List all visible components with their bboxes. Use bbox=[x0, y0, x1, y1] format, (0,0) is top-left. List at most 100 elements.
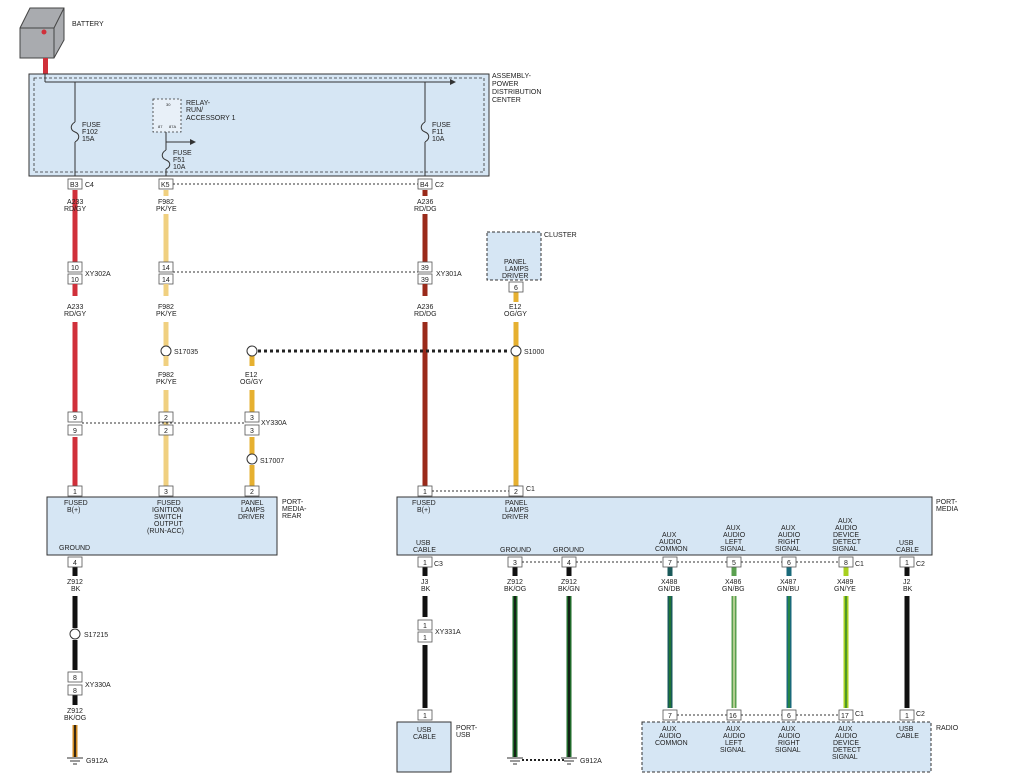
pin-7-radio: 7 bbox=[668, 713, 672, 720]
pin-1-usb1: 1 bbox=[423, 560, 427, 567]
cluster-box-l1: PANEL bbox=[504, 259, 527, 266]
pmr-ign-1: FUSED bbox=[157, 500, 181, 507]
pin-7-auxc: 7 bbox=[668, 560, 672, 567]
radio-usb-1: USB bbox=[899, 726, 914, 733]
pdc-pins: B3 C4 K5 B4 C2 bbox=[67, 178, 444, 190]
pmr-panel-2: LAMPS bbox=[241, 507, 265, 514]
pm-label-1: PORT- bbox=[936, 499, 958, 506]
wire-f982-color-3: PK/YE bbox=[156, 379, 177, 386]
pin-2a: 2 bbox=[164, 415, 168, 422]
wire-z912-gn-code: Z912 bbox=[561, 579, 577, 586]
port-usb-box-2: CABLE bbox=[413, 734, 436, 741]
pm-auxc-2: AUDIO bbox=[659, 539, 682, 546]
conn-xy301a: XY301A bbox=[436, 271, 462, 278]
splice-s1000 bbox=[510, 345, 522, 357]
pm-ground-2: GROUND bbox=[553, 547, 584, 554]
relay-label-1: RELAY- bbox=[186, 100, 211, 107]
pin-39a: 39 bbox=[421, 265, 429, 272]
pin-1-xy331a-a: 1 bbox=[423, 623, 427, 630]
pm-auxr-1: AUX bbox=[781, 525, 796, 532]
relay-pin-30: 30 bbox=[166, 102, 171, 107]
splice-s17035 bbox=[160, 345, 172, 357]
pin-8a: 8 bbox=[73, 675, 77, 682]
cluster-label: CLUSTER bbox=[544, 232, 577, 239]
conn-c1-upper: C1 bbox=[526, 486, 535, 493]
splice-rear-e12 bbox=[246, 345, 258, 357]
fuse-f102-l3: 15A bbox=[82, 136, 95, 143]
radio: 7 16 6 17 C1 1 C2 RADIO AUX AUDIO COMMON… bbox=[641, 709, 959, 773]
wire-j3-code: J3 bbox=[421, 579, 429, 586]
pm-usb2-2: CABLE bbox=[896, 547, 919, 554]
pin-1-rear-b: 1 bbox=[73, 489, 77, 496]
relay-box bbox=[152, 98, 182, 133]
pin-k5: K5 bbox=[161, 182, 170, 189]
pmr-ground: GROUND bbox=[59, 545, 90, 552]
pmr-label-3: REAR bbox=[282, 513, 301, 520]
port-usb-label-1: PORT- bbox=[456, 725, 478, 732]
pm-auxl-4: SIGNAL bbox=[720, 546, 746, 553]
radio-label: RADIO bbox=[936, 725, 959, 732]
pin-3b: 3 bbox=[250, 428, 254, 435]
pin-8b: 8 bbox=[73, 688, 77, 695]
radio-auxl-3: LEFT bbox=[725, 740, 743, 747]
pin-2b: 2 bbox=[164, 428, 168, 435]
wire-j2-color: BK bbox=[903, 586, 913, 593]
pm-auxr-3: RIGHT bbox=[778, 539, 801, 546]
pm-auxc-1: AUX bbox=[662, 532, 677, 539]
conn-c2: C2 bbox=[435, 182, 444, 189]
radio-auxr-4: SIGNAL bbox=[775, 747, 801, 754]
port-media: PORT- MEDIA FUSED B(+) PANEL LAMPS DRIVE… bbox=[396, 496, 959, 556]
wire-e12-color-2: OG/GY bbox=[240, 379, 263, 386]
fuse-f51-l3: 10A bbox=[173, 164, 186, 171]
pm-label-2: MEDIA bbox=[936, 506, 959, 513]
pin-2-port-panel: 2 bbox=[514, 489, 518, 496]
pin-1-xy331a-b: 1 bbox=[423, 635, 427, 642]
wire-e12-color-1: OG/GY bbox=[504, 311, 527, 318]
pm-auxl-2: AUDIO bbox=[723, 532, 746, 539]
relay-pin-87: 87 bbox=[158, 124, 163, 129]
pm-auxc-3: COMMON bbox=[655, 546, 688, 553]
power-distribution-center: ASSEMBLY- POWER DISTRIBUTION CENTER FUSE… bbox=[28, 73, 541, 177]
wire-j3-color: BK bbox=[421, 586, 431, 593]
cluster-box-l3: DRIVER bbox=[502, 273, 528, 280]
radio-auxc-2: AUDIO bbox=[659, 733, 682, 740]
pm-auxd-2: AUDIO bbox=[835, 525, 858, 532]
port-media-lower-pins: 1 C3 3 4 7 5 6 8 C1 1 C2 bbox=[417, 556, 925, 568]
pm-auxr-2: AUDIO bbox=[778, 532, 801, 539]
radio-auxd-5: SIGNAL bbox=[832, 754, 858, 761]
pm-fusedb-1: FUSED bbox=[412, 500, 436, 507]
conn-c2-radio: C2 bbox=[916, 711, 925, 718]
pm-usb1-2: CABLE bbox=[413, 547, 436, 554]
wire-x486-code: X486 bbox=[725, 579, 741, 586]
port-usb-label-2: USB bbox=[456, 732, 471, 739]
fuse-f51-l1: FUSE bbox=[173, 150, 192, 157]
wire-z912og-color: BK/OG bbox=[64, 715, 86, 722]
pin-17-radio: 17 bbox=[841, 713, 849, 720]
pin-b4: B4 bbox=[420, 182, 429, 189]
pin-6-auxr: 6 bbox=[787, 560, 791, 567]
wire-a233-color-1: RD/GY bbox=[64, 206, 87, 213]
pin-6-radio: 6 bbox=[787, 713, 791, 720]
battery-label: BATTERY bbox=[72, 21, 104, 28]
radio-box bbox=[641, 721, 932, 773]
pin-1-usb2: 1 bbox=[905, 560, 909, 567]
wire-f982-code-1: F982 bbox=[158, 199, 174, 206]
radio-auxl-4: SIGNAL bbox=[720, 747, 746, 754]
relay-label-2: RUN/ bbox=[186, 107, 203, 114]
fuse-f11-l3: 10A bbox=[432, 136, 445, 143]
port-media-rear-box bbox=[46, 496, 278, 556]
pm-usb2-1: USB bbox=[899, 540, 914, 547]
fuse-f11-icon bbox=[420, 121, 430, 143]
radio-usb-2: CABLE bbox=[896, 733, 919, 740]
wire-x487-code: X487 bbox=[780, 579, 796, 586]
port-usb-box-1: USB bbox=[417, 727, 432, 734]
radio-auxr-3: RIGHT bbox=[778, 740, 801, 747]
splice-s17035-label: S17035 bbox=[174, 349, 198, 356]
conn-c1-radio: C1 bbox=[855, 711, 864, 718]
pin-1-port-b: 1 bbox=[423, 489, 427, 496]
pmr-ign-5: (RUN-ACC) bbox=[147, 528, 184, 535]
wire-e12-code-2: E12 bbox=[245, 372, 258, 379]
conn-xy330a-2: XY330A bbox=[85, 682, 111, 689]
conn-c4: C4 bbox=[85, 182, 94, 189]
